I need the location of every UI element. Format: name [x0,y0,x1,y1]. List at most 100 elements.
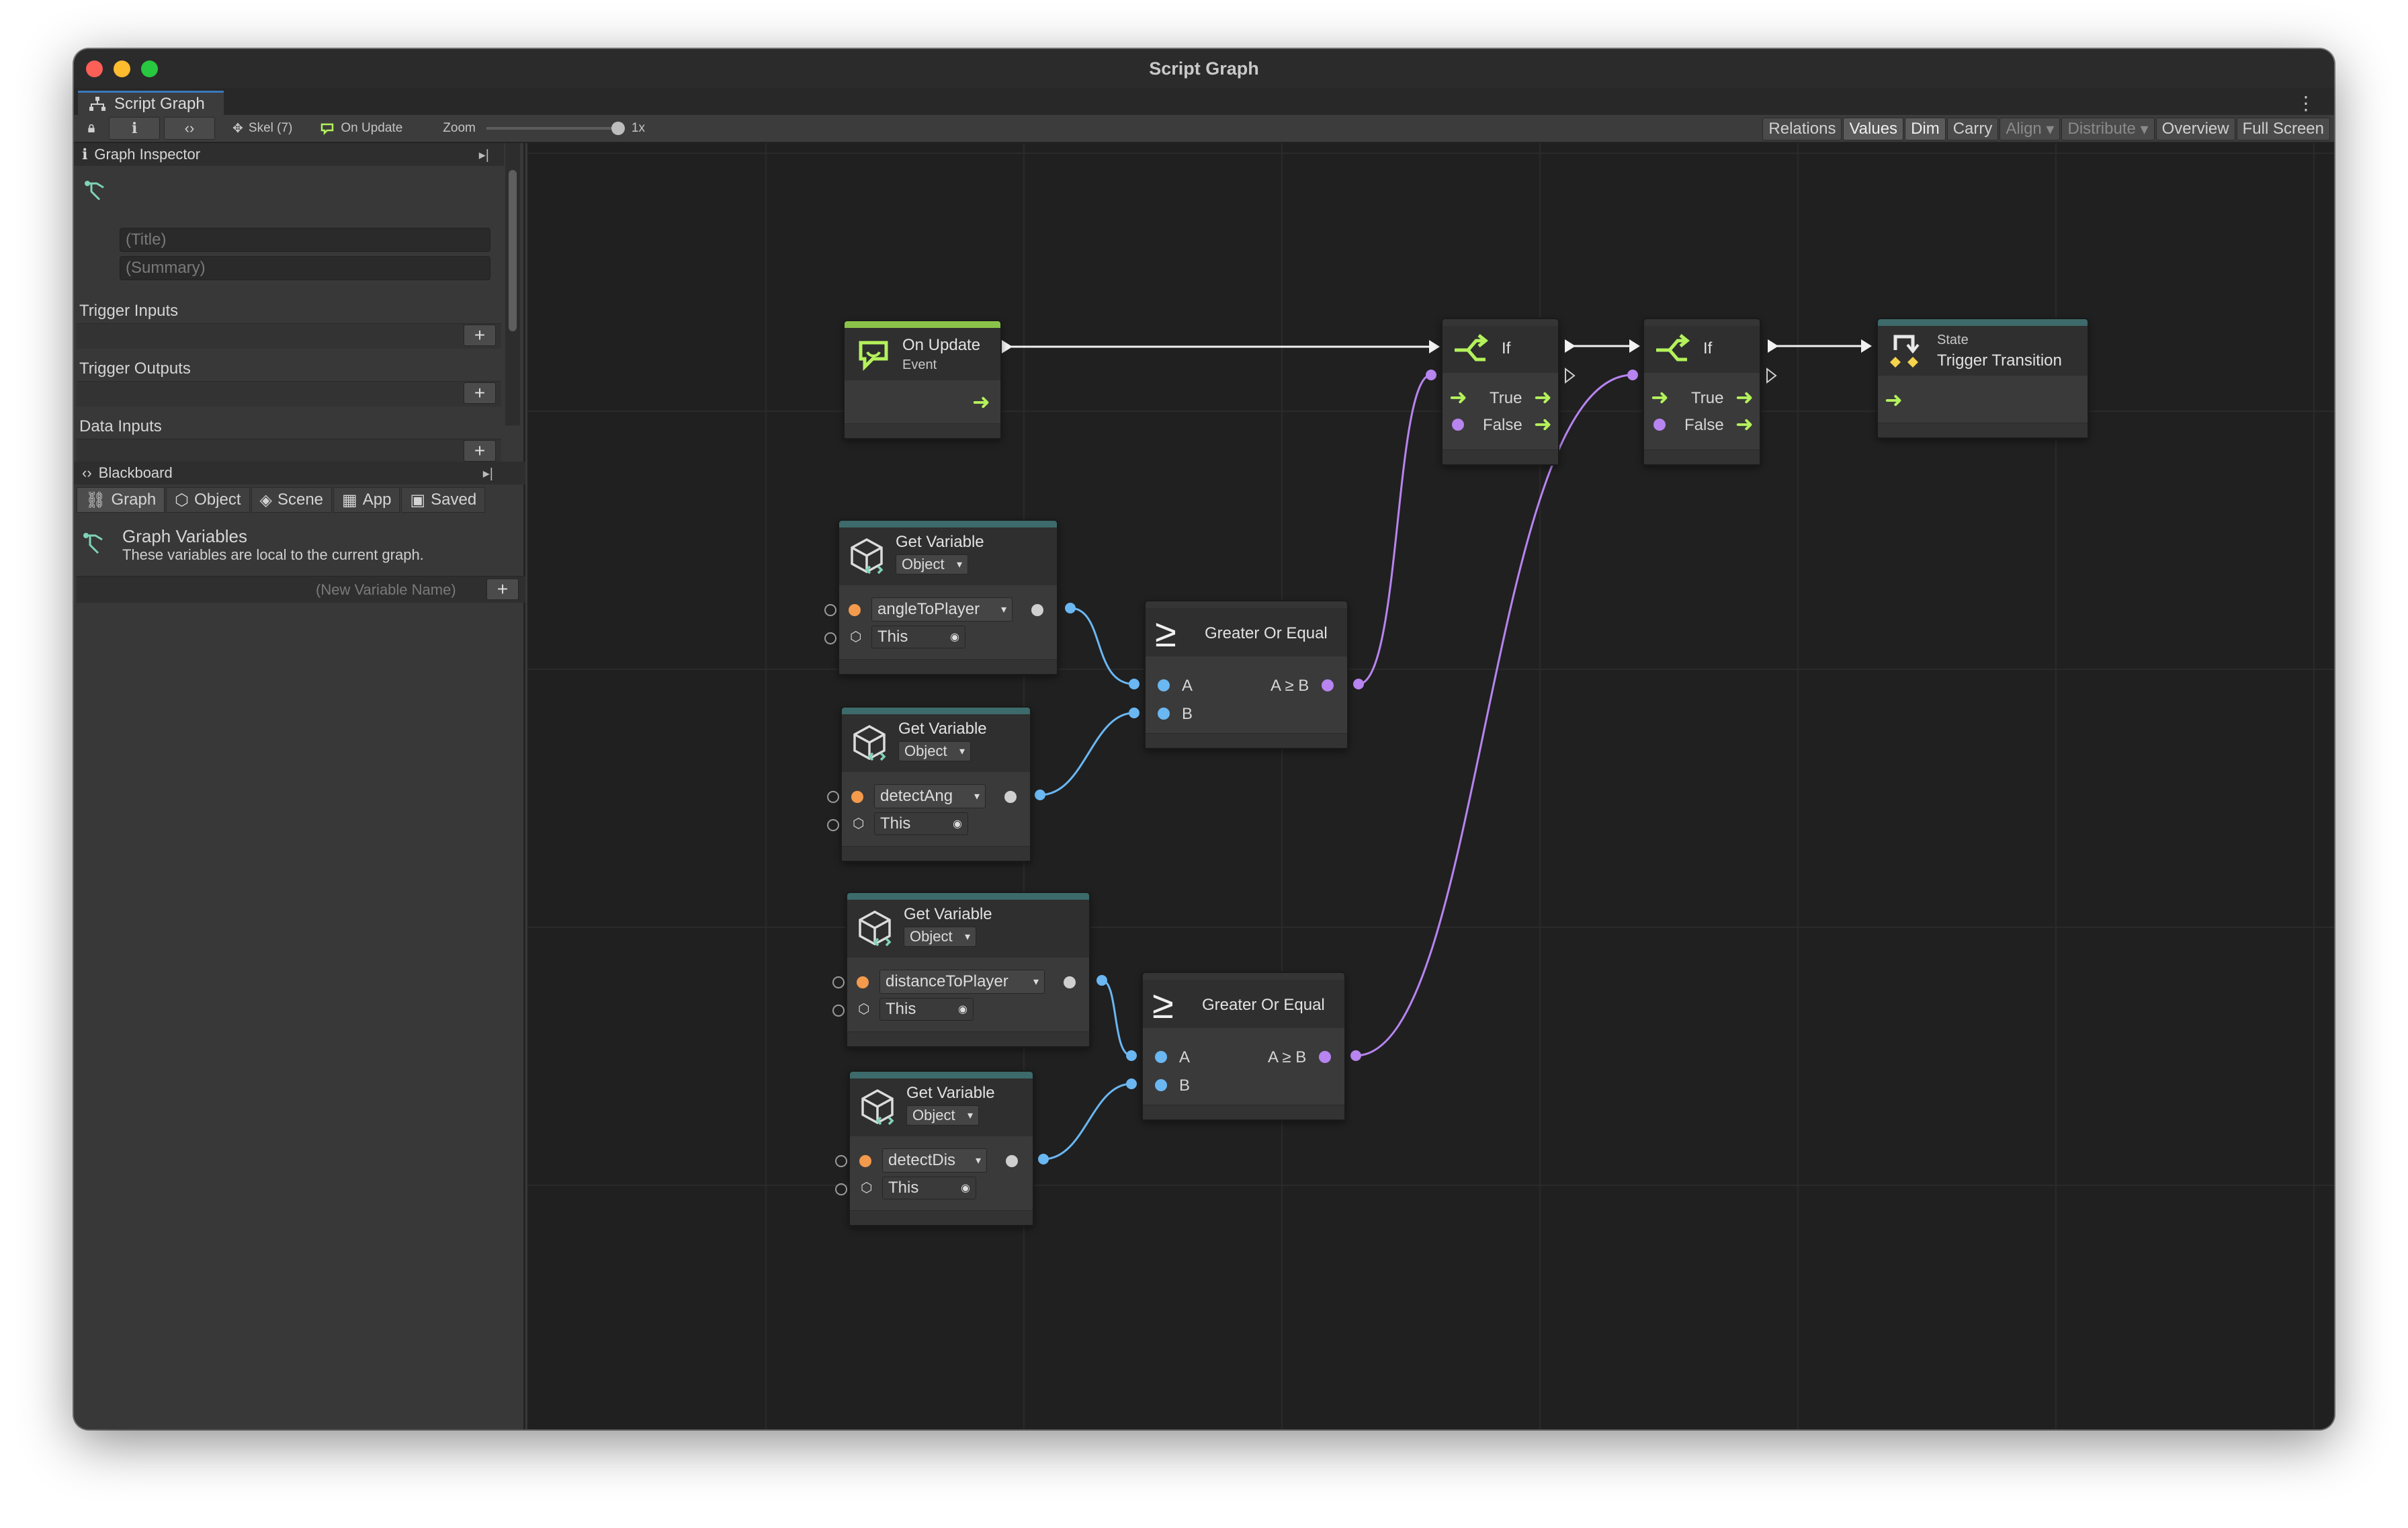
node-footer [847,1031,1089,1046]
input-a-port[interactable] [1158,679,1170,691]
name-input-port[interactable] [832,976,845,988]
tab-script-graph[interactable]: Script Graph [78,91,224,115]
node-get-variable-angle[interactable]: Get Variable Object▾ angleToPlayer▾ ⬡ Th… [824,519,1058,675]
more-options-icon[interactable]: ⋮ [2296,93,2315,114]
node-greater-or-equal-2[interactable]: ≥ Greater Or Equal A A ≥ B B [1142,972,1346,1121]
target-input-port[interactable] [827,819,839,831]
variable-name-dropdown[interactable]: detectAng▾ [874,784,986,808]
add-trigger-input-button[interactable]: + [464,325,496,346]
input-b-port[interactable] [1158,708,1170,720]
input-a-port[interactable] [1155,1051,1167,1063]
add-data-input-button[interactable]: + [464,440,496,462]
tab-graph[interactable]: ⛓Graph [77,487,165,513]
variable-kind-dropdown[interactable]: Object▾ [904,927,976,947]
variable-name-dropdown[interactable]: detectDis▾ [882,1148,987,1173]
minimize-window-button[interactable] [114,60,130,77]
target-field[interactable]: This ◉ [871,626,965,648]
align-dropdown[interactable]: Align ▾ [2000,118,2061,140]
flow-output-arrow-icon[interactable]: ➜ [972,390,990,414]
overview-button[interactable]: Overview [2155,118,2235,140]
target-field[interactable]: This◉ [882,1177,976,1199]
target-value: This [886,1000,916,1018]
distribute-dropdown[interactable]: Distribute ▾ [2061,118,2155,140]
true-output-arrow-icon[interactable]: ➜ [1735,385,1754,409]
pin-icon[interactable]: ▸| [478,147,489,163]
name-input-port[interactable] [824,604,836,616]
graph-title-input[interactable]: (Title) [120,228,490,252]
string-port[interactable] [849,604,861,616]
variable-kind-dropdown[interactable]: Object▾ [898,741,971,761]
false-output-arrow-icon[interactable]: ➜ [1534,412,1552,436]
string-port[interactable] [851,791,863,803]
node-if-2[interactable]: If ➜ True ➜ False ➜ [1643,318,1761,466]
on-update-breadcrumb[interactable]: On Update [319,121,402,136]
target-field[interactable]: This◉ [874,812,968,835]
node-get-variable-detect-dis[interactable]: Get Variable Object▾ detectDis▾ ⬡ This◉ [835,1070,1034,1226]
tab-app[interactable]: ▦App [333,487,400,513]
add-variable-button[interactable]: + [486,579,519,600]
variable-kind-dropdown[interactable]: Object▾ [906,1105,979,1126]
value-output-port[interactable] [1006,1155,1018,1167]
zoom-slider[interactable] [486,122,625,135]
add-trigger-output-button[interactable]: + [464,382,496,404]
node-on-update[interactable]: On Update Event ➜ [843,320,1002,439]
true-output-arrow-icon[interactable]: ➜ [1534,385,1552,409]
target-picker-icon[interactable]: ◉ [961,1183,970,1194]
value-output-port[interactable] [1031,604,1043,616]
target-picker-icon[interactable]: ◉ [958,1004,968,1015]
node-if-1[interactable]: If ➜ True ➜ False ➜ [1441,318,1559,466]
zoom-window-button[interactable] [141,60,158,77]
flow-arrow [1565,339,1576,353]
dim-button[interactable]: Dim [1905,118,1946,140]
carry-button[interactable]: Carry [1946,118,1999,140]
name-input-port[interactable] [827,791,839,803]
flow-input-arrow-icon[interactable]: ➜ [1651,385,1669,409]
string-port[interactable] [859,1155,871,1167]
blackboard-toggle-button[interactable]: ‹› [164,117,215,140]
node-greater-or-equal-1[interactable]: ≥ Greater Or Equal A A ≥ B B [1144,600,1348,749]
bool-output-port[interactable] [1319,1051,1331,1063]
false-output-arrow-icon[interactable]: ➜ [1735,412,1754,436]
inspector-scroll-thumb[interactable] [509,170,517,331]
flow-input-arrow-icon[interactable]: ➜ [1885,388,1903,412]
target-input-port[interactable] [835,1183,847,1195]
fullscreen-button[interactable]: Full Screen [2236,118,2330,140]
skeleton-breadcrumb[interactable]: ✥ Skel (7) [232,121,292,136]
variable-name-dropdown[interactable]: distanceToPlayer▾ [879,970,1045,994]
flow-input-arrow-icon[interactable]: ➜ [1449,385,1467,409]
value-output-port[interactable] [1064,976,1076,988]
lock-icon[interactable] [78,117,105,140]
target-picker-icon[interactable]: ◉ [950,632,959,643]
string-port[interactable] [857,976,869,988]
pin-icon[interactable]: ▸| [482,466,493,481]
condition-port[interactable] [1653,419,1666,431]
target-input-port[interactable] [832,1005,845,1017]
node-get-variable-detect-ang[interactable]: Get Variable Object▾ detectAng▾ ⬡ This◉ [827,706,1031,862]
variable-kind-dropdown[interactable]: Object▾ [896,554,968,575]
target-input-port[interactable] [824,632,836,644]
condition-port[interactable] [1452,419,1464,431]
graph-canvas[interactable]: On Update Event ➜ If ➜ True ➜ False ➜ If… [527,143,2334,1429]
target-picker-icon[interactable]: ◉ [953,818,962,830]
target-field[interactable]: This ◉ [879,998,974,1021]
flow-arrow [1629,339,1640,353]
target-value: This [877,628,908,646]
node-get-variable-distance[interactable]: Get Variable Object▾ distanceToPlayer▾ ⬡… [832,892,1090,1048]
tab-scene[interactable]: ◈Scene [251,487,333,513]
value-output-port[interactable] [1004,791,1017,803]
tab-saved[interactable]: ▣Saved [401,487,486,513]
zoom-slider-handle[interactable] [611,122,625,135]
graph-summary-input[interactable]: (Summary) [120,256,490,280]
input-b-port[interactable] [1155,1079,1167,1091]
node-trigger-transition[interactable]: State Trigger Transition ➜ [1877,318,2089,439]
name-input-port[interactable] [835,1155,847,1167]
variable-name-dropdown[interactable]: angleToPlayer▾ [871,597,1013,622]
close-window-button[interactable] [86,60,103,77]
bool-output-port[interactable] [1322,679,1334,691]
relations-button[interactable]: Relations [1762,118,1842,140]
info-toggle-button[interactable]: ℹ [109,117,160,140]
values-button[interactable]: Values [1843,118,1904,140]
new-variable-name-input[interactable]: (New Variable Name) [316,581,456,598]
tab-object[interactable]: ⬡Object [166,487,250,513]
chevron-down-icon: ▾ [967,1110,973,1121]
